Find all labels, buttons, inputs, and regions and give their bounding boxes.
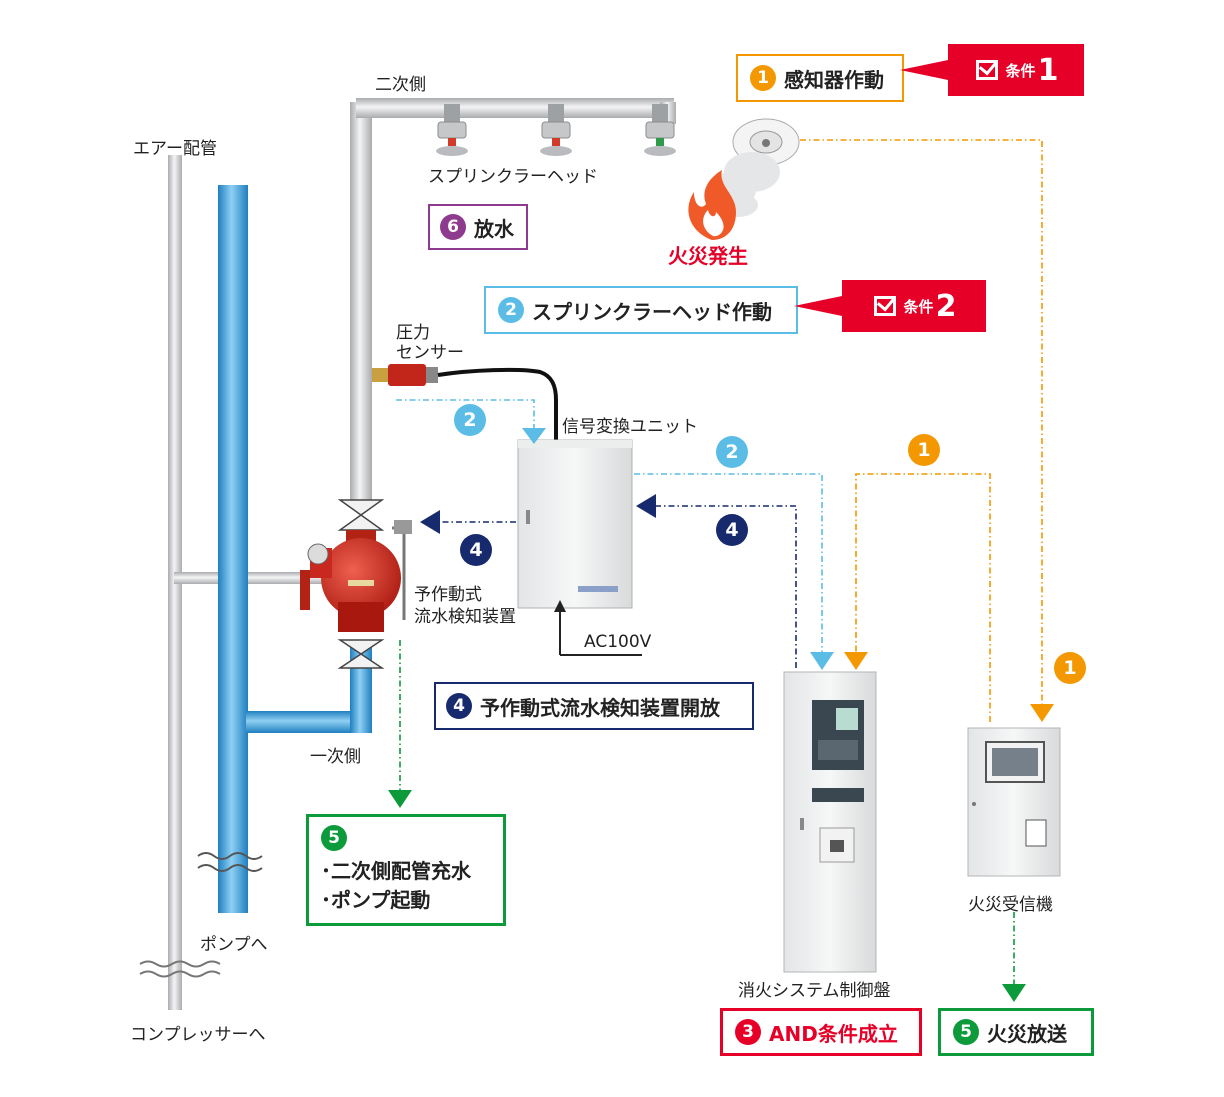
label-preaction-1: 予作動式: [414, 585, 482, 605]
condition2-flag: 条件 2: [794, 280, 986, 332]
check-icon: [873, 296, 896, 316]
condition1-pointer: [900, 60, 948, 80]
flow-number-2-sensor: 2: [454, 404, 486, 436]
sprinkler-head-2: [540, 104, 572, 156]
label-signal-unit: 信号変換ユニット: [562, 417, 698, 437]
flow-sensor-to-unit: [396, 399, 535, 430]
arrowhead-receiver-broadcast: [1002, 984, 1026, 1002]
water-pipe-branch: [246, 711, 360, 733]
flow-number-2-panel: 2: [716, 436, 748, 468]
step5b-text: 火災放送: [987, 1021, 1067, 1046]
step5a-number: 5: [321, 825, 347, 851]
flow-unit-to-panel: [634, 473, 823, 660]
label-sprinkler-head: スプリンクラーヘッド: [428, 167, 598, 187]
label-to-compressor: コンプレッサーへ: [130, 1025, 266, 1045]
signal-unit-cabinet: [517, 439, 642, 656]
air-pipe-branch: [174, 572, 324, 584]
label-to-pump: ポンプへ: [200, 935, 268, 955]
arrowhead-detector-receiver: [1030, 704, 1054, 722]
step4-text: 予作動式流水検知装置開放: [480, 695, 720, 720]
step4-valve-open-box: 4 予作動式流水検知装置開放: [434, 682, 754, 730]
label-pressure-sensor-2: センサー: [396, 343, 464, 363]
sprinkler-head-1: [436, 104, 468, 156]
secondary-pipe-riser: [350, 102, 372, 502]
flow-number-4-valve: 4: [460, 534, 492, 566]
condition1-flag: 条件 1: [900, 44, 1084, 96]
label-fire-receiver: 火災受信機: [968, 895, 1053, 915]
step2-sprinkler-box: 2 スプリンクラーヘッド作動: [484, 286, 798, 334]
secondary-pipe-top: [356, 98, 674, 118]
condition1-word: 条件: [1005, 61, 1036, 80]
step3-number: 3: [735, 1019, 761, 1045]
flame-icon: [688, 170, 736, 240]
label-control-panel: 消火システム制御盤: [738, 981, 891, 1001]
step3-and-box: 3 AND条件成立: [720, 1008, 922, 1056]
pressure-sensor: [372, 364, 558, 440]
step1-number: 1: [750, 65, 776, 91]
arrowhead-receiver-panel: [844, 652, 868, 670]
flow-number-4-unit: 4: [716, 514, 748, 546]
control-panel-cabinet: [783, 671, 877, 973]
step6-discharge-box: 6 放水: [428, 204, 528, 250]
flow-receiver-to-panel: [855, 473, 991, 722]
fire-receiver-cabinet: [967, 727, 1061, 877]
preaction-valve: [300, 499, 412, 669]
condition1-number: 1: [1037, 52, 1059, 88]
arrowhead-sensor-unit: [522, 428, 546, 444]
sprinkler-head-3: [644, 104, 676, 156]
check-icon: [975, 60, 998, 80]
label-primary-side: 一次側: [310, 747, 361, 767]
pipe-break-water: [197, 852, 263, 872]
arrowhead-unit-valve: [420, 510, 440, 534]
pipe-break-air: [139, 960, 221, 978]
flow-detector-to-receiver: [800, 139, 1043, 710]
step5-broadcast-box: 5 火災放送: [938, 1008, 1094, 1056]
step6-text: 放水: [474, 216, 514, 241]
step1-detector-box: 1 感知器作動: [736, 54, 904, 102]
arrowhead-unit-panel: [810, 652, 834, 670]
step5-fill-pump-box: 5 ･二次側配管充水 ･ポンプ起動: [306, 814, 506, 926]
step5b-number: 5: [953, 1019, 979, 1045]
label-pressure-sensor-1: 圧力: [396, 323, 430, 343]
arrowhead-panel-unit: [636, 494, 656, 518]
label-secondary-side: 二次側: [375, 75, 426, 95]
step5a-line1: ･二次側配管充水: [321, 859, 471, 883]
label-fire-outbreak: 火災発生: [668, 244, 748, 268]
condition2-number: 2: [935, 288, 957, 324]
step4-number: 4: [446, 693, 472, 719]
water-pipe: [218, 185, 248, 913]
step2-text: スプリンクラーヘッド作動: [532, 299, 772, 324]
step6-number: 6: [440, 214, 466, 240]
label-preaction-2: 流水検知装置: [414, 607, 516, 627]
flow-panel-to-unit: [656, 505, 797, 668]
step2-number: 2: [498, 297, 524, 323]
label-ac100v: AC100V: [584, 632, 652, 652]
arrowhead-valve-step5: [388, 790, 412, 808]
step5a-line2: ･ポンプ起動: [321, 888, 431, 912]
flow-number-1-receiver: 1: [1054, 652, 1086, 684]
label-air-pipe: エアー配管: [133, 139, 217, 159]
condition2-pointer: [794, 296, 842, 316]
condition2-word: 条件: [903, 297, 934, 316]
step1-text: 感知器作動: [784, 67, 884, 92]
step3-text: AND条件成立: [769, 1021, 898, 1046]
flow-number-1-panel: 1: [908, 434, 940, 466]
